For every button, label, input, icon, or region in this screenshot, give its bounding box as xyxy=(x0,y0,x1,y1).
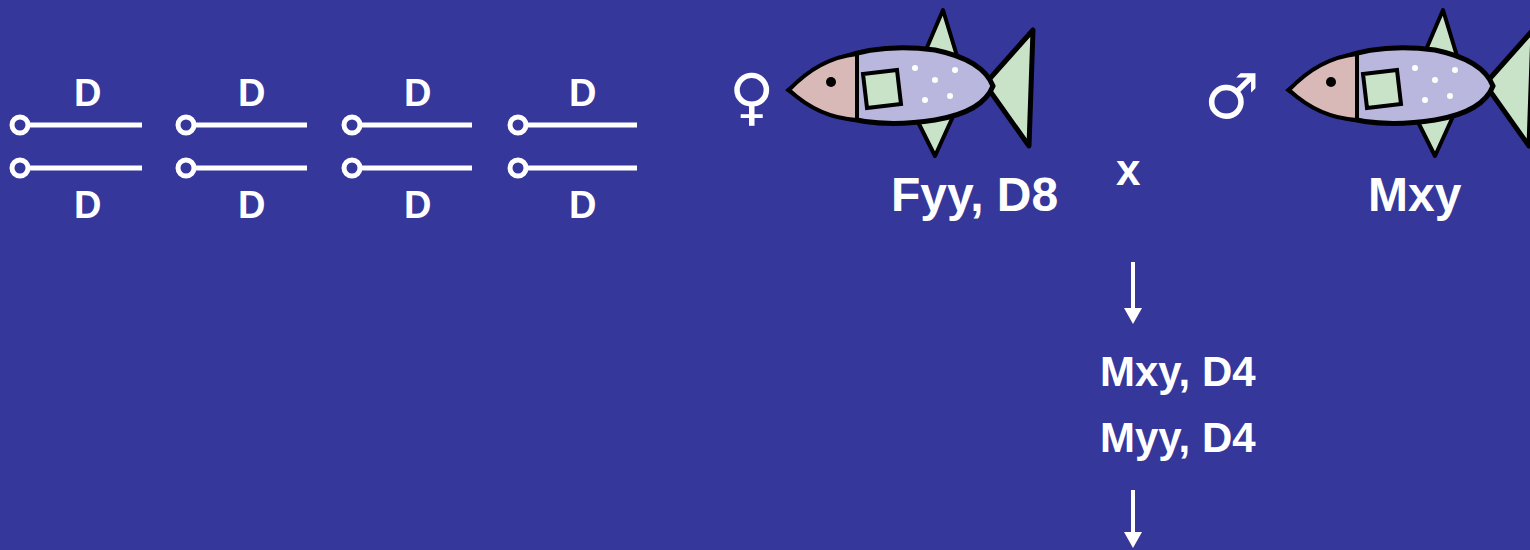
genotype-label: D xyxy=(569,186,596,224)
genotype-label: D xyxy=(404,186,431,224)
genotype-label: D xyxy=(404,74,431,112)
genotype-label: Mxy, D4 xyxy=(1100,351,1256,393)
genotype-label: D xyxy=(74,74,101,112)
genotype-label: Fyy, D8 xyxy=(891,171,1058,219)
genotype-label: D xyxy=(238,74,265,112)
genotype-label: Myy, D4 xyxy=(1100,417,1256,459)
genotype-label: x xyxy=(1116,148,1140,192)
genotype-label: D xyxy=(74,186,101,224)
sex-symbol: ♀ xyxy=(729,66,774,128)
genotype-label: D xyxy=(238,186,265,224)
genotype-label: D xyxy=(569,74,596,112)
sex-symbol: ♂ xyxy=(1204,66,1260,128)
genotype-label: Mxy xyxy=(1368,171,1461,219)
